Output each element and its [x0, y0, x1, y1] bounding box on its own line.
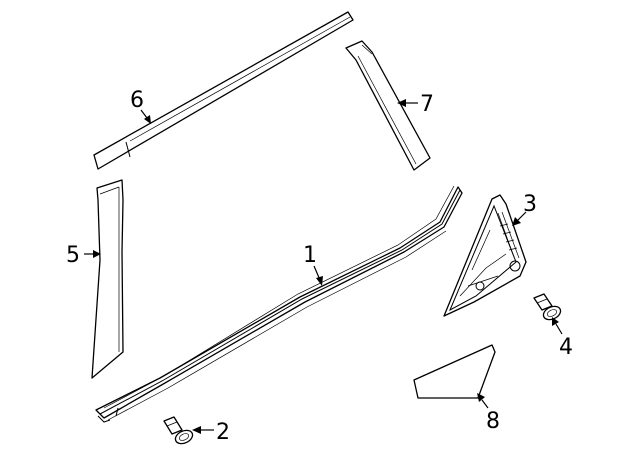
callout-1: 1 [303, 243, 317, 268]
callout-7: 7 [420, 92, 434, 117]
leader-7 [397, 99, 418, 107]
callout-4: 4 [559, 335, 573, 360]
leader-4 [552, 317, 563, 335]
leader-3 [512, 211, 527, 226]
part-2-clip [163, 416, 194, 445]
callout-3: 3 [523, 192, 537, 217]
leader-5 [84, 250, 101, 258]
part-6-belt-molding [93, 11, 354, 170]
part-8-triangle-pad [413, 344, 496, 399]
callout-6: 6 [130, 88, 144, 113]
callout-5: 5 [66, 243, 80, 268]
part-3-corner-bracket [443, 194, 527, 317]
part-1-window-molding [95, 185, 463, 423]
leader-8 [477, 393, 489, 409]
part-4-clip [533, 293, 562, 321]
part-7-pillar-applique [345, 40, 431, 171]
callout-8: 8 [486, 409, 500, 434]
leader-1 [313, 265, 323, 286]
part-5-b-pillar-applique [91, 179, 124, 379]
leader-2 [192, 426, 214, 434]
leader-6 [140, 109, 151, 124]
callout-2: 2 [216, 420, 230, 445]
